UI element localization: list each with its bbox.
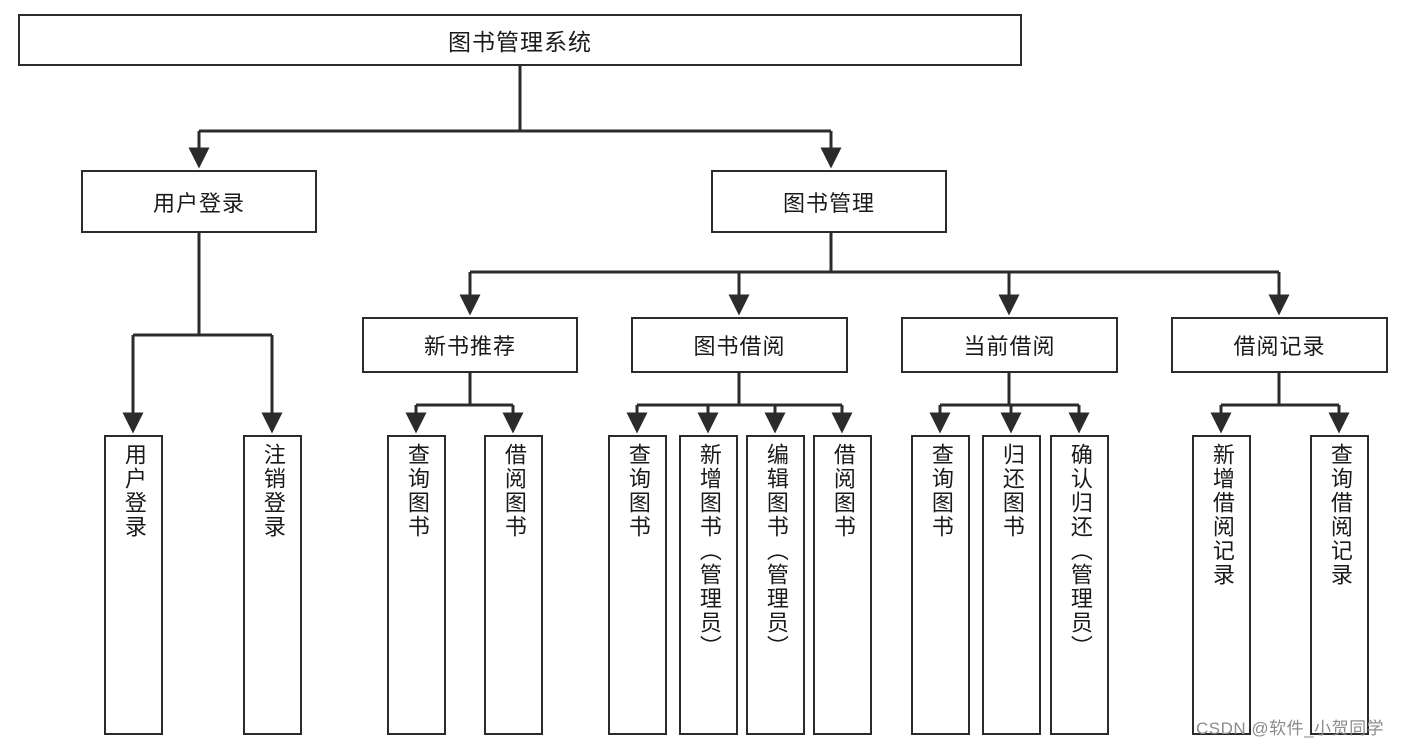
node-leaf-return-book[interactable]: 归还图书: [982, 435, 1041, 735]
node-current-borrow[interactable]: 当前借阅: [901, 317, 1118, 373]
node-book-borrow[interactable]: 图书借阅: [631, 317, 848, 373]
node-leaf-add-record-label: 新增借阅记录: [1209, 443, 1235, 587]
node-new-book-rec[interactable]: 新书推荐: [362, 317, 578, 373]
node-leaf-confirm-return[interactable]: 确认归还（管理员）: [1050, 435, 1109, 735]
node-leaf-user-logout[interactable]: 注销登录: [243, 435, 302, 735]
node-leaf-add-record[interactable]: 新增借阅记录: [1192, 435, 1251, 735]
watermark: CSDN @软件_小贺同学: [1196, 719, 1385, 738]
node-book-borrow-label: 图书借阅: [693, 334, 786, 359]
node-leaf-query-book-2[interactable]: 查询图书: [608, 435, 667, 735]
node-leaf-user-logout-label: 注销登录: [260, 443, 286, 539]
node-leaf-confirm-return-label: 确认归还（管理员）: [1067, 443, 1093, 659]
node-leaf-borrow-book-2-label: 借阅图书: [830, 443, 856, 539]
node-leaf-query-book-1[interactable]: 查询图书: [387, 435, 446, 735]
node-user-login-label: 用户登录: [152, 190, 245, 216]
node-leaf-borrow-book-1-label: 借阅图书: [501, 443, 527, 539]
node-leaf-return-book-label: 归还图书: [999, 443, 1025, 539]
node-borrow-record[interactable]: 借阅记录: [1171, 317, 1388, 373]
node-user-login[interactable]: 用户登录: [81, 170, 317, 233]
node-leaf-borrow-book-2[interactable]: 借阅图书: [813, 435, 872, 735]
node-new-book-rec-label: 新书推荐: [423, 334, 516, 359]
node-root-label: 图书管理系统: [448, 29, 592, 55]
node-leaf-edit-book-label: 编辑图书（管理员）: [763, 443, 789, 659]
node-leaf-user-login-label: 用户登录: [121, 443, 147, 539]
node-leaf-add-book[interactable]: 新增图书（管理员）: [679, 435, 738, 735]
node-book-manage[interactable]: 图书管理: [711, 170, 947, 233]
node-leaf-query-record[interactable]: 查询借阅记录: [1310, 435, 1369, 735]
node-leaf-borrow-book-1[interactable]: 借阅图书: [484, 435, 543, 735]
node-leaf-query-book-3-label: 查询图书: [928, 443, 954, 539]
node-leaf-query-book-2-label: 查询图书: [625, 443, 651, 539]
node-leaf-query-book-1-label: 查询图书: [404, 443, 430, 539]
node-leaf-user-login[interactable]: 用户登录: [104, 435, 163, 735]
node-leaf-add-book-label: 新增图书（管理员）: [696, 443, 722, 659]
node-root[interactable]: 图书管理系统: [18, 14, 1022, 66]
node-borrow-record-label: 借阅记录: [1233, 334, 1326, 359]
node-leaf-edit-book[interactable]: 编辑图书（管理员）: [746, 435, 805, 735]
node-leaf-query-book-3[interactable]: 查询图书: [911, 435, 970, 735]
node-current-borrow-label: 当前借阅: [963, 334, 1056, 359]
node-leaf-query-record-label: 查询借阅记录: [1327, 443, 1353, 587]
node-book-manage-label: 图书管理: [782, 190, 875, 216]
